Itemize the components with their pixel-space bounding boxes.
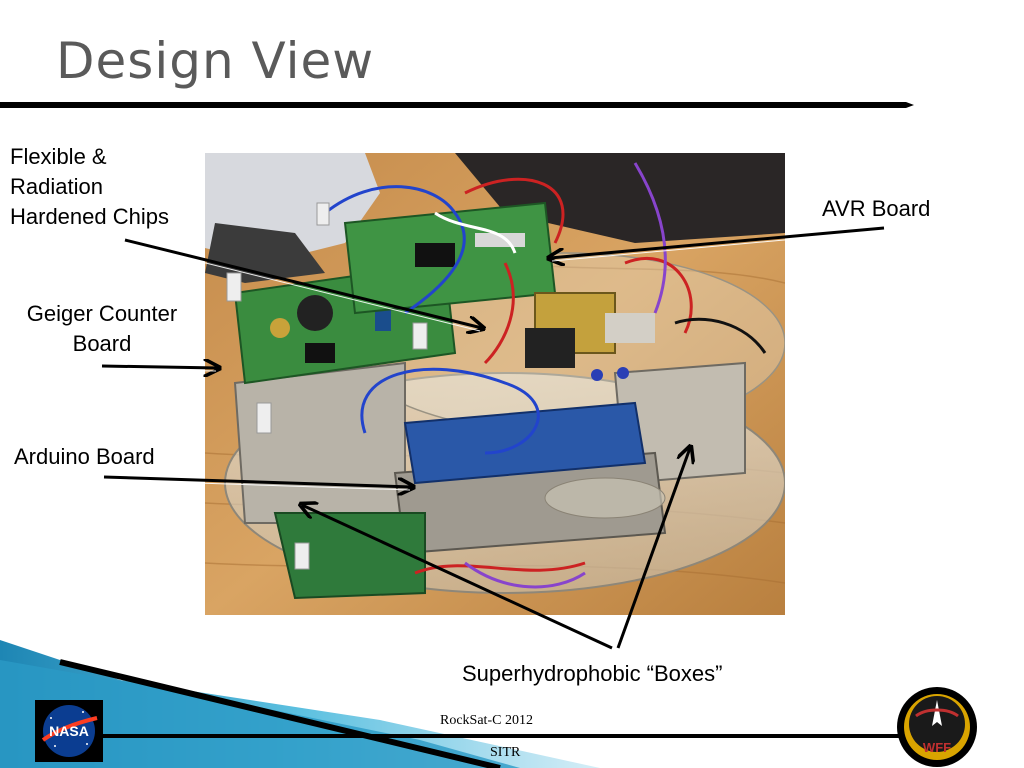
wff-logo: WFF bbox=[897, 687, 977, 767]
label-superhydrophobic: Superhydrophobic “Boxes” bbox=[462, 661, 723, 686]
label-arduino-board: Arduino Board bbox=[14, 444, 155, 469]
label-avr-board: AVR Board bbox=[822, 196, 931, 221]
slide-title: Design View bbox=[56, 32, 375, 90]
payload-photo bbox=[205, 153, 785, 615]
footer-line-1: RockSat-C 2012 bbox=[440, 713, 533, 728]
title-underline bbox=[0, 102, 914, 108]
footer-rule bbox=[100, 734, 900, 738]
wff-wordmark: WFF bbox=[923, 740, 951, 755]
arrow-geiger-board bbox=[101, 366, 218, 368]
nasa-wordmark: NASA bbox=[49, 723, 89, 739]
nasa-logo: NASA bbox=[35, 700, 103, 762]
footer-line-2: SITR bbox=[490, 745, 521, 760]
label-geiger-board: Geiger Counter Board bbox=[26, 301, 178, 356]
footer-wave bbox=[0, 640, 600, 768]
label-flexible-chips: Flexible & Radiation Hardened Chips bbox=[10, 144, 169, 229]
